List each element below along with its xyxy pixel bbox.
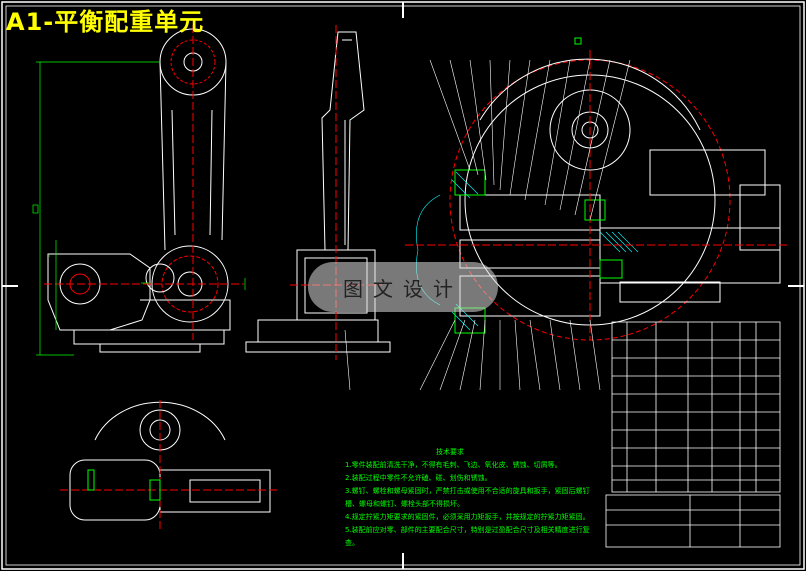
tech-requirement-item: 3.螺钉、螺栓和螺母紧固时，严禁打击或使用不合适的旋具和扳手，紧固后螺钉槽、螺母… xyxy=(345,487,590,508)
tech-requirement-item: 4.规定拧紧力矩要求的紧固件，必须采用力矩扳手，并按规定的拧紧力矩紧固。 xyxy=(345,513,590,521)
bom-table xyxy=(605,321,781,548)
plan-view xyxy=(60,400,280,530)
dimension-tick xyxy=(141,278,246,290)
tech-requirement-item: 2.装配过程中零件不允许磕、碰、划伤和锈蚀。 xyxy=(345,474,492,482)
section-view xyxy=(344,37,790,391)
tech-requirements: 技术要求 1.零件装配前清洗干净，不得有毛刺、飞边、氧化皮、锈蚀、切屑等。 2.… xyxy=(345,446,595,550)
front-view xyxy=(32,25,246,356)
tech-requirements-heading: 技术要求 xyxy=(436,448,464,456)
drawing-title: A1-平衡配重单元 xyxy=(6,8,205,36)
tech-requirement-item: 5.装配前应对零、部件的主要配合尺寸，特别是过盈配合尺寸及相关精度进行复查。 xyxy=(345,526,590,547)
tech-requirement-item: 1.零件装配前清洗干净，不得有毛刺、飞边、氧化皮、锈蚀、切屑等。 xyxy=(345,461,562,469)
watermark: 图文设计 xyxy=(308,262,498,312)
